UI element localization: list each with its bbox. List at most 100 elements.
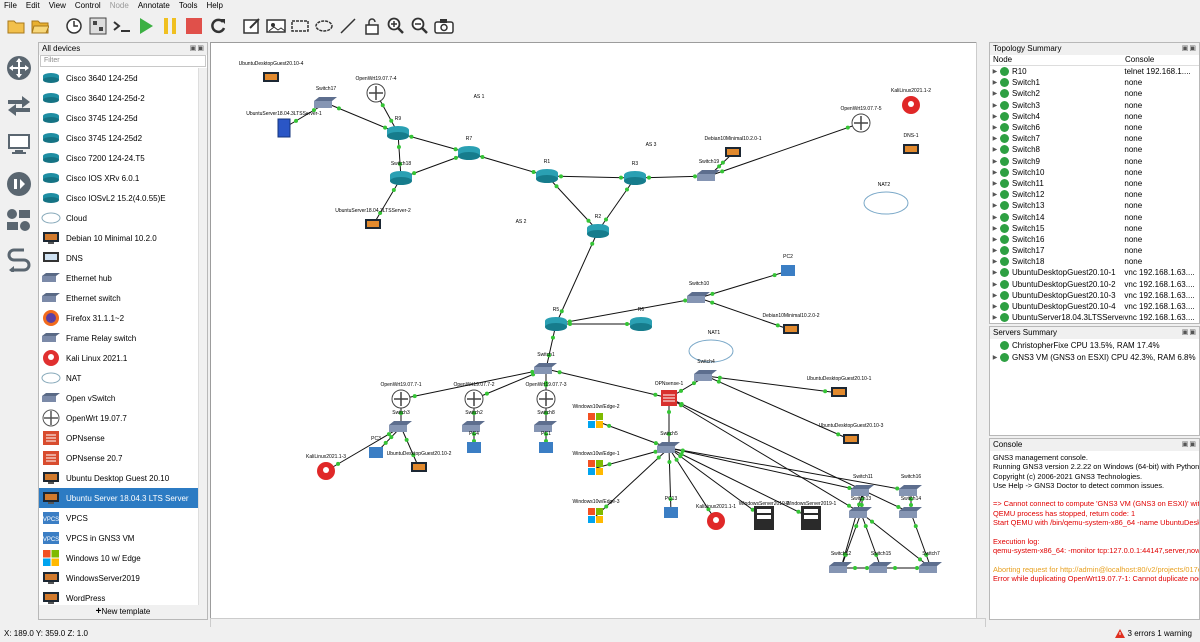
expand-arrow-icon[interactable]: ▶ <box>992 259 998 266</box>
topology-node[interactable] <box>851 113 871 133</box>
device-template-item[interactable]: Firefox 31.1.1~2 <box>39 308 199 328</box>
routers-icon[interactable] <box>5 54 33 82</box>
expand-arrow-icon[interactable]: ▶ <box>992 180 998 187</box>
topology-node[interactable] <box>849 507 872 518</box>
link[interactable] <box>668 447 765 519</box>
expand-arrow-icon[interactable]: ▶ <box>992 214 998 221</box>
switches-icon[interactable] <box>5 92 33 120</box>
topology-node[interactable] <box>588 413 603 428</box>
expand-arrow-icon[interactable]: ▶ <box>992 270 998 277</box>
expand-arrow-icon[interactable]: ▶ <box>992 169 998 176</box>
draw-line-icon[interactable] <box>338 16 358 36</box>
topology-node[interactable] <box>899 485 922 496</box>
topology-node[interactable] <box>869 562 892 573</box>
zoom-out-icon[interactable] <box>410 16 430 36</box>
topology-node[interactable] <box>365 219 381 229</box>
device-template-item[interactable]: Cisco IOSvL2 15.2(4.0.55)E <box>39 188 199 208</box>
topology-node[interactable] <box>366 83 386 103</box>
expand-arrow-icon[interactable]: ▶ <box>992 225 998 232</box>
topology-node[interactable] <box>314 97 337 108</box>
add-note-icon[interactable] <box>242 16 262 36</box>
topology-node[interactable] <box>661 390 677 406</box>
screenshot-icon[interactable] <box>434 16 454 36</box>
device-template-item[interactable]: Open vSwitch <box>39 388 199 408</box>
device-template-item[interactable]: Cisco 3745 124-25d2 <box>39 128 199 148</box>
menu-control[interactable]: Control <box>74 1 101 10</box>
topology-node[interactable] <box>390 171 412 185</box>
expand-arrow-icon[interactable]: ▶ <box>992 203 998 210</box>
draw-ellipse-icon[interactable] <box>314 16 334 36</box>
link[interactable] <box>545 323 557 370</box>
menu-help[interactable]: Help <box>206 1 223 10</box>
topology-node[interactable] <box>843 434 859 444</box>
device-template-item[interactable]: Cisco IOS XRv 6.0.1 <box>39 168 199 188</box>
device-template-item[interactable]: Cloud <box>39 208 199 228</box>
expand-arrow-icon[interactable]: ▶ <box>992 136 998 143</box>
topology-node[interactable] <box>389 421 412 432</box>
topology-node[interactable] <box>536 169 558 183</box>
lock-icon[interactable] <box>362 16 382 36</box>
topology-node[interactable] <box>588 508 603 523</box>
topology-node[interactable] <box>534 421 557 432</box>
panel-float-close-buttons[interactable]: ▣▣ <box>1181 441 1197 448</box>
topology-node[interactable] <box>829 562 852 573</box>
expand-arrow-icon[interactable]: ▶ <box>992 292 998 299</box>
topology-node[interactable] <box>317 462 335 480</box>
link[interactable] <box>325 102 399 134</box>
menu-file[interactable]: File <box>4 1 17 10</box>
link[interactable] <box>698 297 792 331</box>
panel-float-close-buttons[interactable]: ▣▣ <box>1181 329 1197 336</box>
link[interactable] <box>705 375 840 394</box>
device-template-item[interactable]: WindowsServer2019 <box>39 568 199 588</box>
expand-arrow-icon[interactable]: ▶ <box>992 192 998 199</box>
topology-node[interactable] <box>801 506 821 530</box>
topology-node[interactable] <box>754 506 774 530</box>
link[interactable] <box>595 420 670 449</box>
link[interactable] <box>840 512 862 569</box>
server-row[interactable]: ▶GNS3 VM (GNS3 on ESXI) CPU 42.3%, RAM 6… <box>990 351 1199 363</box>
topology-node[interactable] <box>902 96 920 114</box>
link[interactable] <box>397 132 402 179</box>
topology-node[interactable] <box>545 317 567 331</box>
link[interactable] <box>668 447 812 519</box>
topology-node[interactable] <box>783 324 799 334</box>
device-template-item[interactable]: Frame Relay switch <box>39 328 199 348</box>
expand-arrow-icon[interactable]: ▶ <box>992 80 998 87</box>
reload-all-icon[interactable] <box>208 16 228 36</box>
link[interactable] <box>910 512 932 569</box>
device-template-item[interactable]: Cisco 3640 124-25d-2 <box>39 88 199 108</box>
topology-node[interactable] <box>534 363 557 374</box>
link[interactable] <box>400 368 547 400</box>
topology-node[interactable] <box>725 147 741 157</box>
col-console[interactable]: Console <box>1125 55 1155 64</box>
link[interactable] <box>595 447 670 517</box>
nat-cloud-icon[interactable] <box>688 339 734 363</box>
end-devices-icon[interactable] <box>5 130 33 158</box>
suspend-all-icon[interactable] <box>160 16 180 36</box>
panel-float-close-buttons[interactable]: ▣▣ <box>1181 45 1197 52</box>
nat-cloud-icon[interactable] <box>863 191 909 215</box>
device-template-item[interactable]: Debian 10 Minimal 10.2.0 <box>39 228 199 248</box>
topology-node[interactable] <box>899 507 922 518</box>
topology-node[interactable] <box>411 462 427 472</box>
link[interactable] <box>668 397 912 514</box>
link[interactable] <box>708 122 862 177</box>
expand-arrow-icon[interactable]: ▶ <box>992 304 998 311</box>
device-template-item[interactable]: Ethernet hub <box>39 268 199 288</box>
link[interactable] <box>545 368 670 399</box>
expand-arrow-icon[interactable]: ▶ <box>992 248 998 255</box>
